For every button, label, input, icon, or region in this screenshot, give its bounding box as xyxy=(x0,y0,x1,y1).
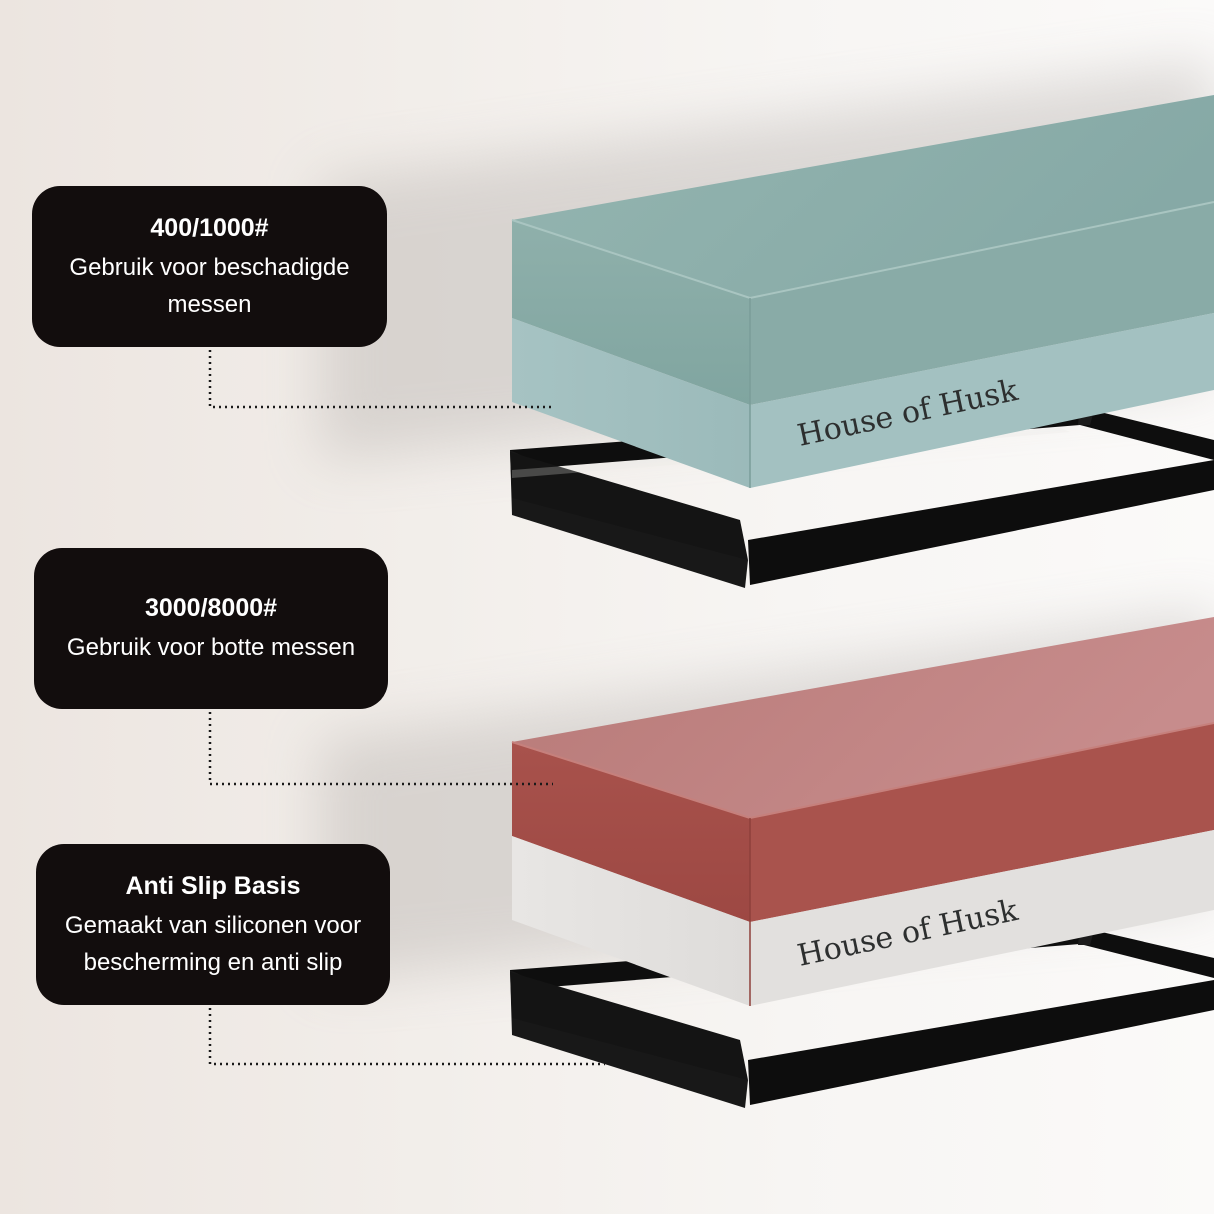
callout-description: Gebruik voor botte messen xyxy=(66,634,356,661)
whetstone-teal: House of Husk xyxy=(511,95,1214,488)
stone-red-front-face xyxy=(512,742,750,922)
callout-description: Gebruik voor beschadigde xyxy=(69,253,350,281)
callout-description: Gemaakt van siliconen voor xyxy=(64,911,362,939)
callout-description: bescherming en anti slip xyxy=(83,948,343,976)
stone-red-side-lower xyxy=(750,830,1214,1006)
stone-red-side-face xyxy=(750,723,1214,922)
stone-teal-top-face xyxy=(512,95,1214,298)
callout-title: 3000/8000# xyxy=(144,594,278,622)
stone-red-front-lower xyxy=(512,836,750,1006)
stone-teal-side-lower xyxy=(750,313,1214,488)
stone-teal-front-lower xyxy=(512,318,750,488)
callout-anti-slip: Anti Slip Basis Gemaakt van siliconen vo… xyxy=(36,844,390,1005)
callout-coarse-grit: 400/1000# Gebruik voor beschadigde messe… xyxy=(32,186,387,347)
callout-description: messen xyxy=(167,290,252,318)
callout-fine-grit: 3000/8000# Gebruik voor botte messen xyxy=(34,548,388,709)
stone-teal-side-face xyxy=(750,202,1214,405)
whetstone-red: House of Husk xyxy=(511,617,1214,1006)
stone-teal-front-face xyxy=(512,220,750,405)
callout-title: Anti Slip Basis xyxy=(125,871,301,900)
leader-line-3 xyxy=(208,1008,605,1066)
leader-line-1 xyxy=(208,350,553,409)
callout-title: 400/1000# xyxy=(150,213,269,242)
stone-red-top-face xyxy=(512,617,1214,818)
leader-lines xyxy=(208,350,605,1066)
leader-line-2 xyxy=(208,712,553,786)
